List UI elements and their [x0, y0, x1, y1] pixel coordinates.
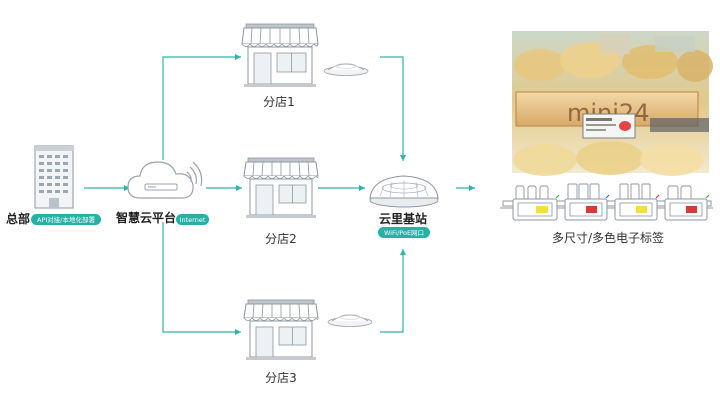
electronic-shelf-label-icon: [619, 202, 653, 217]
office-building-icon: [34, 145, 74, 209]
base-station-tag-pill: [378, 227, 430, 238]
store-3-label: 分店3: [265, 371, 297, 385]
connectors: [84, 54, 475, 335]
storefront-icon: [241, 23, 319, 87]
labels-section-label: 多尺寸/多色电子标签: [552, 230, 664, 245]
storefront-icon: [243, 299, 319, 360]
connector-store3-to-base: [380, 249, 406, 333]
storefront-icon: [243, 157, 319, 218]
connector-store1-to-base: [380, 56, 406, 161]
store-1-node: 分店1: [241, 23, 369, 109]
cloud-wifi-icon: [127, 161, 203, 199]
base-station-small-icon: [323, 63, 369, 76]
store-2-node: 分店2: [243, 157, 319, 246]
electronic-shelf-label-icon: [569, 202, 603, 217]
store-2-label: 分店2: [265, 232, 297, 246]
base-station-tag: WiFi/PoE网口: [384, 229, 424, 237]
base-station-label: 云里基站: [379, 211, 427, 226]
base-station-icon: [369, 175, 439, 208]
supermarket-shelf-photo: mini24: [512, 31, 713, 176]
hq-node: 总部 API对接/本地化部署: [6, 145, 101, 226]
store-1-label: 分店1: [263, 95, 295, 109]
hq-tag: API对接/本地化部署: [37, 215, 95, 224]
hq-label: 总部: [6, 211, 30, 226]
electronic-shelf-label-icon: [517, 202, 553, 217]
cloud-tag-pill: [176, 214, 209, 225]
base-station-node: 云里基站 WiFi/PoE网口: [369, 175, 439, 238]
connector-cloud-to-store3: [162, 222, 241, 335]
electronic-shelf-label-icon: [669, 202, 703, 217]
cloud-tag: Internet: [180, 216, 206, 224]
connector-cloud-to-store1: [162, 54, 241, 160]
cloud-node: 智慧云平台 Internet: [115, 161, 209, 225]
base-station-small-icon: [327, 314, 373, 327]
store-3-node: 分店3: [243, 299, 373, 385]
cloud-label: 智慧云平台: [115, 210, 176, 225]
hq-tag-pill: [31, 214, 101, 225]
electronic-shelf-label-illustration: 多尺寸/多色电子标签: [500, 183, 713, 245]
